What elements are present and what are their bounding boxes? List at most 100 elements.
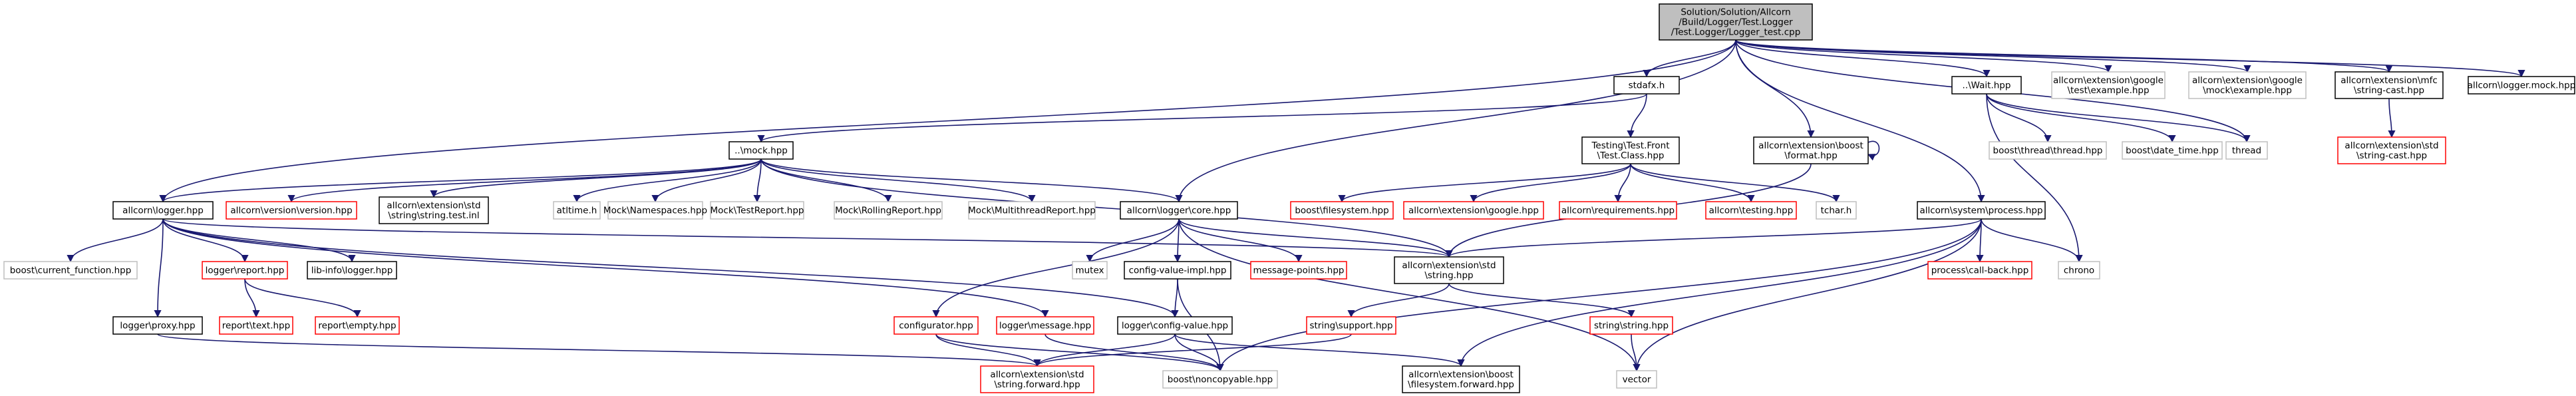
node-report-text[interactable]: report\text.hpp: [219, 316, 293, 335]
node-std-string-test-inl[interactable]: allcorn\extension\std\string\string.test…: [379, 196, 489, 224]
edge-mock-hpp-to-std-string: [760, 158, 1453, 258]
node-box: [728, 141, 794, 160]
node-mock-rolling-report[interactable]: Mock\RollingReport.hpp: [834, 201, 943, 220]
node-label: vector: [1623, 375, 1651, 385]
node-label: allcorn\logger.hpp: [122, 206, 204, 216]
edge-root-to-stdafx: [1643, 39, 1736, 78]
node-tchar[interactable]: tchar.h: [1816, 201, 1857, 220]
node-box: [1613, 76, 1680, 95]
node-testing-test-front[interactable]: Testing\Test.Front\Test.Class.hpp: [1581, 136, 1680, 164]
node-label: lib-info\logger.hpp: [311, 266, 393, 276]
node-process-call-back[interactable]: process\call-back.hpp: [1927, 261, 2032, 280]
node-mock-test-report[interactable]: Mock\TestReport.hpp: [710, 201, 804, 220]
node-boost-noncopyable[interactable]: boost\noncopyable.hpp: [1162, 370, 1278, 389]
node-thread[interactable]: thread: [2225, 141, 2268, 160]
node-current-function[interactable]: boost\current_function.hpp: [3, 261, 138, 280]
node-label: Mock\Namespaces.hpp: [603, 206, 707, 216]
edge-root-to-logger-core: [1175, 39, 1736, 203]
node-string-string[interactable]: string\string.hpp: [1589, 316, 1673, 335]
node-label: allcorn\extension\boost: [1408, 369, 1514, 380]
node-logger-config-value[interactable]: logger\config-value.hpp: [1117, 316, 1233, 335]
node-wait-hpp[interactable]: ..\Wait.hpp: [1951, 76, 2022, 95]
node-label: report\empty.hpp: [318, 321, 396, 331]
node-label: logger\report.hpp: [206, 266, 285, 276]
node-label: string\string.hpp: [1594, 321, 1669, 331]
edge-mock-hpp-to-logger-hpp: [159, 158, 762, 203]
node-label: allcorn\extension\std: [1402, 260, 1496, 271]
node-std-string-cast[interactable]: allcorn\extension\std\string-cast.hpp: [2337, 136, 2446, 164]
node-logger-proxy[interactable]: logger\proxy.hpp: [112, 316, 203, 335]
node-box: [307, 261, 397, 280]
node-report-empty[interactable]: report\empty.hpp: [315, 316, 400, 335]
node-box: [834, 201, 943, 220]
node-stdafx[interactable]: stdafx.h: [1613, 76, 1680, 95]
node-box: [2225, 141, 2268, 160]
node-testing-hpp[interactable]: allcorn\testing.hpp: [1705, 201, 1797, 220]
edge-testing-test-front-to-boost-filesystem: [1338, 163, 1631, 203]
edge-wait-hpp-to-chrono: [1986, 93, 2083, 263]
node-mock-namespaces[interactable]: Mock\Namespaces.hpp: [603, 201, 707, 220]
node-label: string\support.hpp: [1309, 321, 1392, 331]
node-boost-filesystem[interactable]: boost\filesystem.hpp: [1290, 201, 1394, 220]
node-label: Testing\Test.Front: [1591, 140, 1669, 151]
node-logger-hpp[interactable]: allcorn\logger.hpp: [112, 201, 214, 220]
node-logger-message[interactable]: logger\message.hpp: [996, 316, 1094, 335]
node-label: config-value-impl.hpp: [1129, 266, 1227, 276]
edge-config-value-impl-to-logger-config-value: [1171, 278, 1179, 318]
node-config-value-impl[interactable]: config-value-impl.hpp: [1124, 261, 1231, 280]
node-box: [1917, 201, 2046, 220]
node-chrono[interactable]: chrono: [2058, 261, 2100, 280]
node-google-test-example[interactable]: allcorn\extension\google\test\example.hp…: [2051, 71, 2166, 99]
node-boost-thread[interactable]: boost\thread\thread.hpp: [1989, 141, 2107, 160]
node-system-process[interactable]: allcorn\system\process.hpp: [1917, 201, 2046, 220]
edge-root-to-google-mock-example: [1735, 39, 2251, 73]
node-mfc-string-cast[interactable]: allcorn\extension\mfc\string-cast.hpp: [2334, 71, 2444, 99]
edge-boost-format-self-loop: [1867, 140, 1880, 161]
node-version-hpp[interactable]: allcorn\version\version.hpp: [226, 201, 357, 220]
node-boost-format[interactable]: allcorn\extension\boost\format.hpp: [1753, 136, 1869, 164]
node-label: mutex: [1075, 266, 1104, 276]
node-boost-date-time[interactable]: boost\date_time.hpp: [2122, 141, 2223, 160]
node-atltime[interactable]: atltime.h: [553, 201, 601, 220]
node-google-mock-example[interactable]: allcorn\extension\google\mock\example.hp…: [2188, 71, 2307, 99]
node-label: \string.forward.hpp: [994, 379, 1080, 390]
node-std-string-forward[interactable]: allcorn\extension\std\string.forward.hpp: [980, 365, 1094, 393]
edge-mock-hpp-to-mock-multithread-report: [760, 158, 1036, 203]
node-string-support[interactable]: string\support.hpp: [1306, 316, 1396, 335]
node-box: [1124, 261, 1231, 280]
node-vector[interactable]: vector: [1616, 370, 1657, 389]
node-logger-mock[interactable]: allcorn\logger.mock.hpp: [2468, 76, 2576, 95]
edge-logger-config-value-to-std-string-forward: [1033, 333, 1176, 367]
node-std-string[interactable]: allcorn\extension\std\string.hpp: [1394, 256, 1504, 284]
node-google-hpp[interactable]: allcorn\extension\google.hpp: [1403, 201, 1544, 220]
edge-stdafx-to-testing-test-front: [1627, 93, 1647, 138]
node-box: [1120, 201, 1238, 220]
node-lib-info-logger[interactable]: lib-info\logger.hpp: [307, 261, 397, 280]
node-label: boost\noncopyable.hpp: [1168, 375, 1273, 385]
node-logger-report[interactable]: logger\report.hpp: [202, 261, 288, 280]
node-message-points[interactable]: message-points.hpp: [1250, 261, 1347, 280]
node-label: \string-cast.hpp: [2356, 150, 2427, 161]
node-box: [1117, 316, 1233, 335]
edge-logger-core-to-mutex: [1086, 218, 1180, 263]
node-box: [2058, 261, 2100, 280]
node-root[interactable]: Solution/Solution/Allcorn/Build/Logger/T…: [1659, 3, 1813, 41]
node-mock-multithread-report[interactable]: Mock\MultithreadReport.hpp: [968, 201, 1096, 220]
edge-mock-hpp-to-mock-rolling-report: [760, 158, 892, 203]
edge-logger-core-to-configurator: [932, 218, 1180, 318]
node-box: [1616, 370, 1657, 389]
node-box: [710, 201, 804, 220]
node-configurator[interactable]: configurator.hpp: [893, 316, 979, 335]
node-box: [2334, 71, 2444, 99]
edge-testing-test-front-to-testing-hpp: [1630, 163, 1755, 203]
node-box: [1250, 261, 1347, 280]
edge-logger-config-value-to-boost-noncopyable: [1174, 333, 1224, 372]
node-mock-hpp[interactable]: ..\mock.hpp: [728, 141, 794, 160]
node-box: [226, 201, 357, 220]
node-logger-core[interactable]: allcorn\logger\core.hpp: [1120, 201, 1238, 220]
edge-logger-hpp-to-logger-config-value: [162, 218, 1179, 318]
node-requirements[interactable]: allcorn\requirements.hpp: [1559, 201, 1677, 220]
node-mutex[interactable]: mutex: [1072, 261, 1108, 280]
edge-logger-hpp-to-std-string: [162, 218, 1452, 258]
node-boost-filesystem-forward[interactable]: allcorn\extension\boost\filesystem.forwa…: [1402, 365, 1520, 393]
